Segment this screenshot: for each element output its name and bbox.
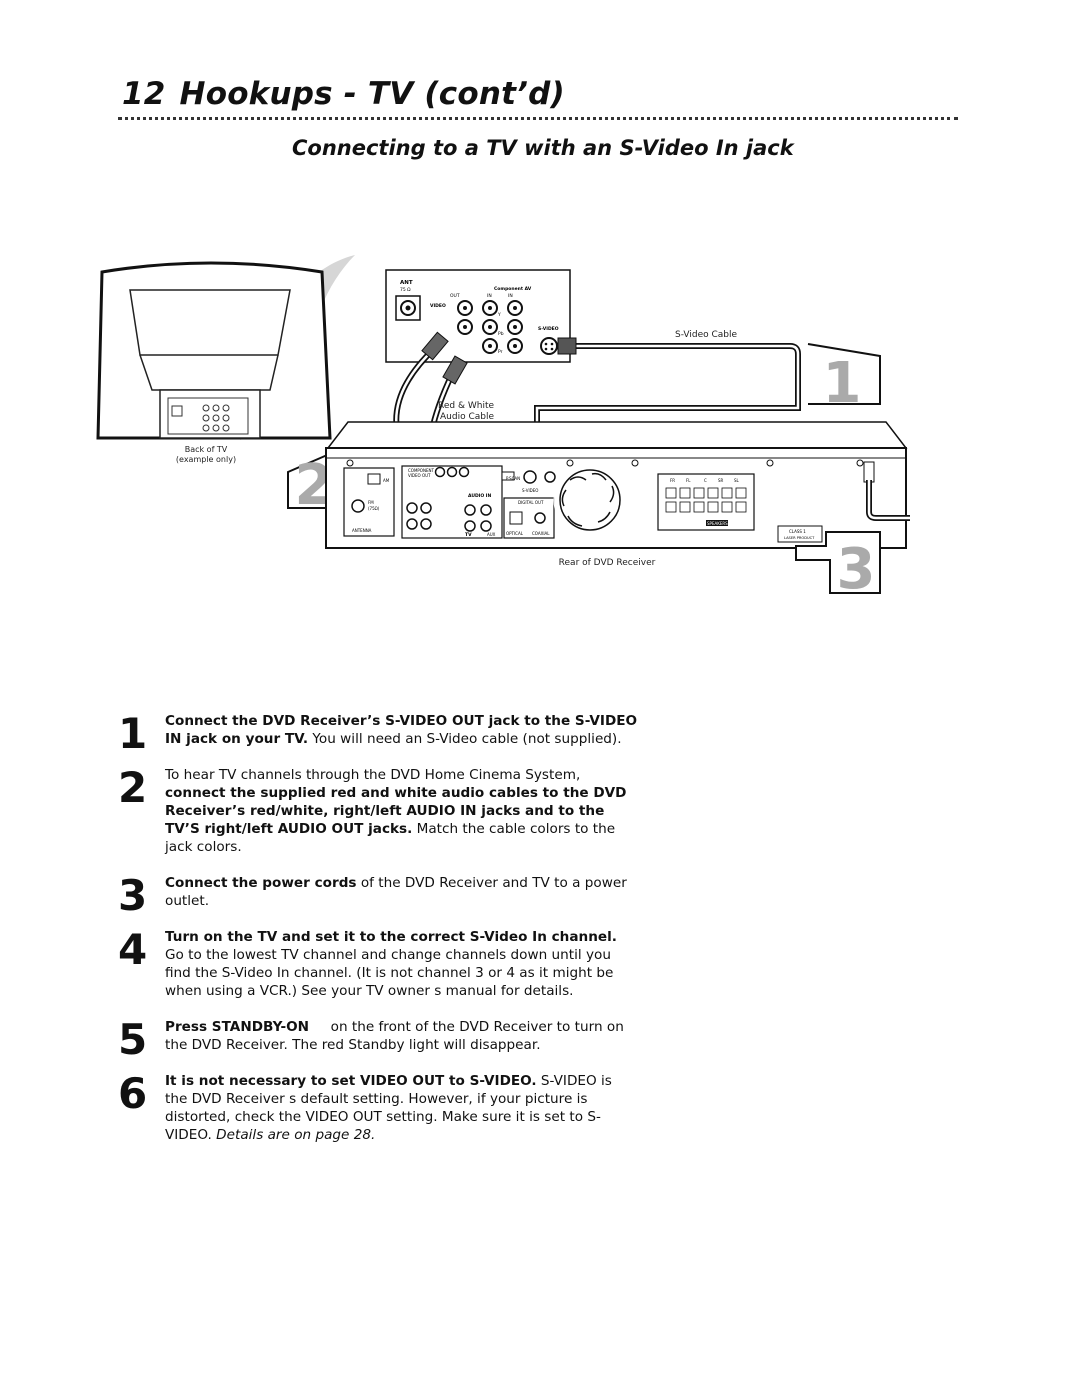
receiver-sr-label: SR xyxy=(718,478,724,483)
receiver-sl-label: SL xyxy=(734,478,740,483)
step-bold-text: Connect the power cords xyxy=(165,875,357,891)
step-text: To hear TV channels through the DVD Home… xyxy=(165,766,638,856)
tv-input-panel: ANT 75 Ω Component AV OUT IN IN VIDEO Y … xyxy=(385,269,571,363)
step-2: 2 To hear TV channels through the DVD Ho… xyxy=(118,766,638,856)
step-number: 6 xyxy=(118,1069,148,1118)
step-page-reference: Details are on page 28. xyxy=(216,1127,376,1143)
step-number: 2 xyxy=(118,763,148,812)
step-6: 6 It is not necessary to set VIDEO OUT t… xyxy=(118,1072,638,1144)
power-cord xyxy=(866,480,910,521)
panel-component-label: Component AV xyxy=(494,286,532,292)
receiver-am-label: AM xyxy=(383,478,390,483)
callout-1: 1 xyxy=(807,343,881,416)
tv-caption-line1: Back of TV xyxy=(185,445,228,454)
steps-list: 1 Connect the DVD Receiver’s S-VIDEO OUT… xyxy=(118,712,638,1144)
step-text: It is not necessary to set VIDEO OUT to … xyxy=(165,1072,638,1144)
receiver-speakers-label: SPEAKERS xyxy=(707,521,728,526)
audio-cable-label-line2: Audio Cable xyxy=(440,412,494,422)
page-number: 12 xyxy=(122,76,166,112)
step-body-text: of the DVD Receiver and TV to a power ou… xyxy=(165,875,627,909)
step-body-text: S-VIDEO is the DVD Receiver s default se… xyxy=(165,1073,612,1143)
step-5: 5 Press STANDBY-ON on the front of the D… xyxy=(118,1018,638,1061)
receiver-fm-ohm-label: (75Ω) xyxy=(368,506,380,511)
receiver-coaxial-label: COAXIAL xyxy=(532,531,550,536)
tv-caption-line2: (example only) xyxy=(176,455,236,464)
receiver-svideo-label: S-VIDEO xyxy=(522,488,538,493)
panel-in2-label: IN xyxy=(508,293,513,299)
step-text: Turn on the TV and set it to the correct… xyxy=(165,928,638,1000)
step-body-text: You will need an S-Video cable (not supp… xyxy=(308,731,622,747)
panel-in1-label: IN xyxy=(487,293,492,299)
receiver-antenna-label: ANTENNA xyxy=(352,528,372,533)
step-bold-text: It is not necessary to set VIDEO OUT to … xyxy=(165,1073,537,1089)
receiver-optical-label: OPTICAL xyxy=(506,531,524,536)
step-3: 3 Connect the power cords of the DVD Rec… xyxy=(118,874,638,917)
callout-3-number: 3 xyxy=(837,537,876,602)
panel-y-label: Y xyxy=(497,312,501,318)
panel-out-label: OUT xyxy=(450,293,460,299)
step-body-text: Go to the lowest TV channel and change c… xyxy=(165,947,614,999)
step-body-text: Match the cable colors to the jack color… xyxy=(165,821,616,855)
step-number: 5 xyxy=(118,1015,148,1064)
dvd-receiver-rear: AM FM (75Ω) ANTENNA COMPONENT VIDEO OUT … xyxy=(325,421,908,549)
receiver-tv-label: TV xyxy=(465,532,472,538)
receiver-digital-out-label: DIGITAL OUT xyxy=(518,500,544,505)
receiver-laser-label: LASER PRODUCT xyxy=(784,536,815,540)
receiver-video-out-label: VIDEO OUT xyxy=(408,473,431,478)
panel-svideo-label: S-VIDEO xyxy=(538,326,559,332)
panel-ohm-label: 75 Ω xyxy=(400,287,411,293)
step-body-text: on the front of the DVD Receiver to turn… xyxy=(165,1019,629,1053)
page-title-text: Hookups - TV (cont’d) xyxy=(179,76,565,112)
step-intro-text: To hear TV channels through the DVD Home… xyxy=(165,767,581,783)
receiver-aux-label: AUX xyxy=(487,532,496,537)
step-bold-text: Turn on the TV and set it to the correct… xyxy=(165,929,617,945)
step-4: 4 Turn on the TV and set it to the corre… xyxy=(118,928,638,1000)
step-bold-text: Connect the DVD Receiver’s S-VIDEO OUT j… xyxy=(165,713,638,747)
receiver-class1-label: CLASS 1 xyxy=(789,529,806,534)
step-bold-text: connect the supplied red and white audio… xyxy=(165,785,627,837)
step-text: Connect the power cords of the DVD Recei… xyxy=(165,874,638,910)
step-number: 1 xyxy=(118,709,148,758)
receiver-caption: Rear of DVD Receiver xyxy=(559,558,656,568)
step-text: Press STANDBY-ON on the front of the DVD… xyxy=(165,1018,638,1054)
step-number: 4 xyxy=(118,925,148,974)
hookup-diagram: Back of TV (example only) ANT 75 Ω Compo… xyxy=(96,255,910,602)
audio-cable-label-line1: Red & White xyxy=(438,401,494,411)
receiver-fr-label: FR xyxy=(670,478,675,483)
panel-pb-label: Pb xyxy=(498,331,504,337)
tv-back-illustration xyxy=(96,261,332,440)
section-subtitle: Connecting to a TV with an S-Video In ja… xyxy=(292,136,794,160)
receiver-fm-label: FM xyxy=(368,500,374,505)
panel-ant-label: ANT xyxy=(400,280,413,286)
svideo-cable xyxy=(528,337,801,455)
step-1: 1 Connect the DVD Receiver’s S-VIDEO OUT… xyxy=(118,712,638,755)
dotted-divider xyxy=(118,117,958,120)
receiver-fl-label: FL xyxy=(686,478,691,483)
receiver-c-label: C xyxy=(704,478,707,483)
callout-1-number: 1 xyxy=(823,351,862,416)
panel-video-label: VIDEO xyxy=(430,303,446,309)
receiver-component-label: COMPONENT xyxy=(408,468,434,473)
callout-3: 3 xyxy=(795,531,881,602)
svideo-cable-label: S-Video Cable xyxy=(675,330,738,340)
step-bold-text: Press STANDBY-ON xyxy=(165,1019,310,1035)
step-number: 3 xyxy=(118,871,148,920)
page-title: 12 Hookups - TV (cont’d) xyxy=(122,76,565,112)
panel-pr-label: Pr xyxy=(498,349,503,355)
step-text: Connect the DVD Receiver’s S-VIDEO OUT j… xyxy=(165,712,638,748)
receiver-audio-in-label: AUDIO IN xyxy=(468,493,491,499)
receiver-pscan-label: P.SCAN xyxy=(506,476,520,481)
